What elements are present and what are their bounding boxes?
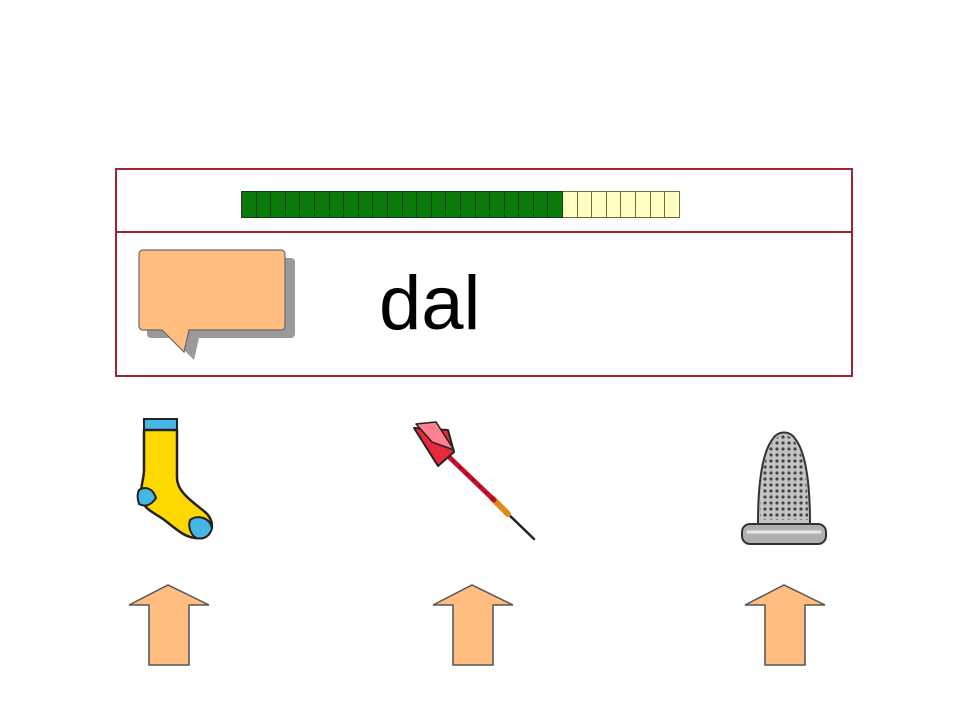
progress-segment-todo (606, 191, 622, 218)
progress-segment-done (548, 191, 564, 218)
progress-segment-done (431, 191, 447, 218)
progress-segment-todo (665, 191, 680, 218)
progress-segment-todo (650, 191, 666, 218)
progress-segment-done (460, 191, 476, 218)
target-word: dal (379, 261, 481, 346)
progress-segment-done (533, 191, 549, 218)
progress-segment-done (271, 191, 286, 218)
sock-icon[interactable] (134, 416, 218, 544)
progress-bar (241, 191, 680, 218)
progress-segment-done (387, 191, 403, 218)
progress-segment-done (358, 191, 374, 218)
thimble-icon[interactable] (738, 428, 830, 548)
progress-segment-todo (621, 191, 637, 218)
progress-segment-todo (563, 191, 578, 218)
progress-segment-done (504, 191, 520, 218)
progress-segment-done (475, 191, 491, 218)
progress-segment-done (242, 191, 257, 218)
progress-segment-done (314, 191, 330, 218)
choice-arrow-3-button[interactable] (743, 583, 827, 667)
choice-arrow-2-button[interactable] (431, 583, 515, 667)
progress-segment-done (402, 191, 418, 218)
progress-segment-done (329, 191, 345, 218)
word-panel: dal (115, 168, 853, 377)
speech-bubble-button[interactable] (135, 248, 295, 368)
progress-segment-todo (577, 191, 593, 218)
progress-segment-done (446, 191, 461, 218)
choice-arrow-1-button[interactable] (127, 583, 211, 667)
progress-segment-done (373, 191, 388, 218)
progress-segment-done (256, 191, 272, 218)
progress-segment-done (285, 191, 301, 218)
progress-segment-done (490, 191, 505, 218)
panel-divider (117, 231, 851, 233)
dart-icon[interactable] (408, 418, 538, 542)
progress-segment-todo (636, 191, 651, 218)
progress-segment-done (344, 191, 359, 218)
progress-segment-todo (592, 191, 607, 218)
progress-segment-done (519, 191, 534, 218)
progress-segment-done (300, 191, 315, 218)
progress-segment-done (417, 191, 432, 218)
